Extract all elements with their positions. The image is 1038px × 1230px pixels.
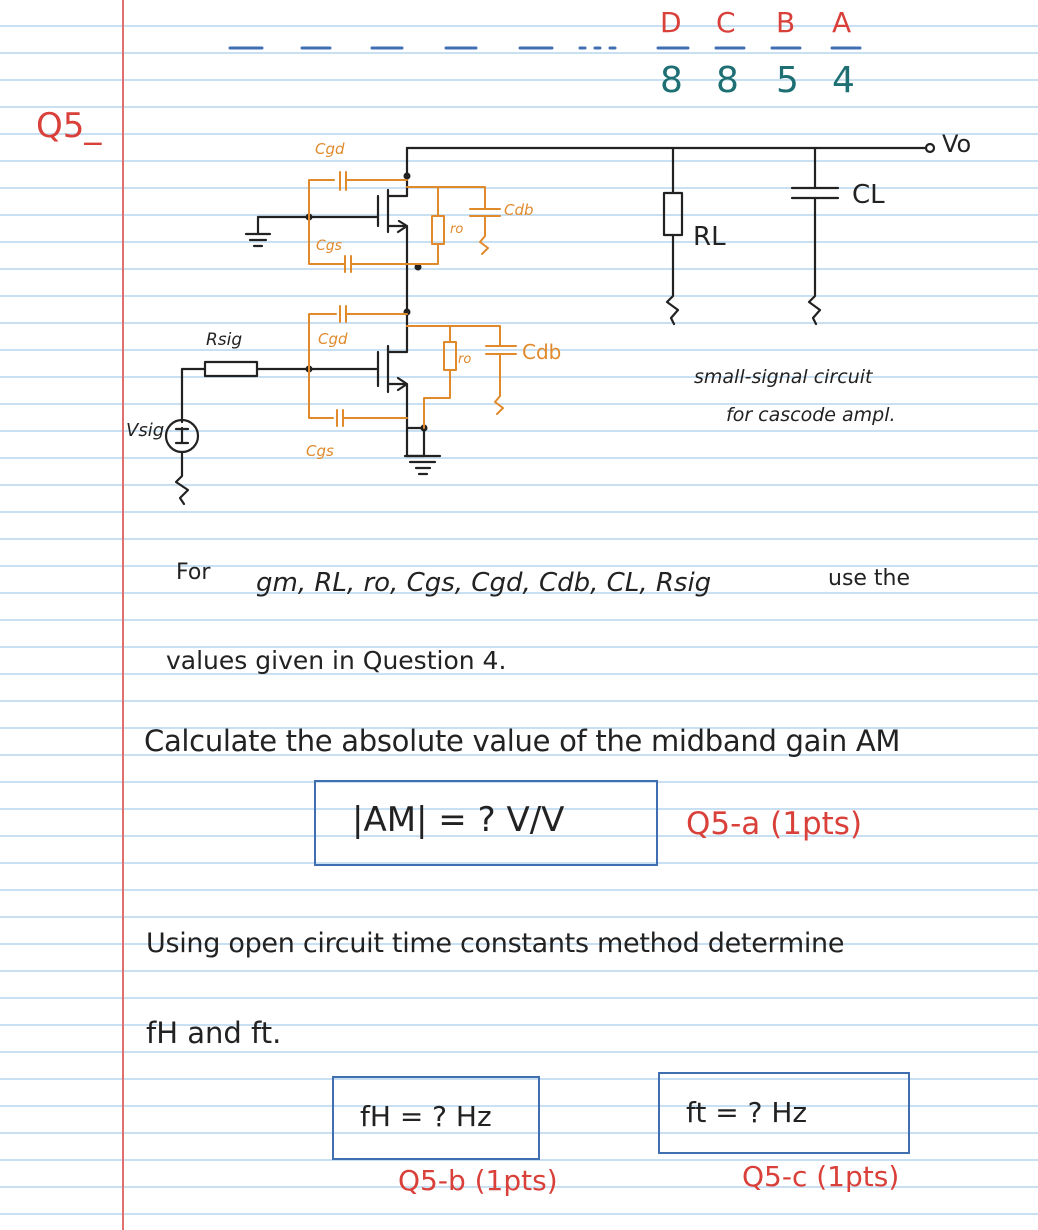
- key-letter-c: C: [716, 6, 736, 39]
- method-line: Using open circuit time constants method…: [146, 928, 845, 959]
- top-cgs-capacitor: [308, 216, 419, 273]
- calculate-line: Calculate the absolute value of the midb…: [144, 724, 901, 758]
- bottom-cgd-capacitor: [308, 305, 408, 370]
- q5c-label: Q5-c (1pts): [742, 1160, 900, 1193]
- vo-label: Vo: [942, 130, 972, 158]
- notebook-margin-line: [122, 0, 124, 1230]
- node-dot: [414, 263, 422, 271]
- circuit-caption-line1: small-signal circuit: [694, 366, 873, 388]
- cl-label: CL: [852, 180, 885, 210]
- key-digit-d: 8: [660, 60, 683, 101]
- top-cgd-label: Cgd: [315, 140, 345, 158]
- q5b-label: Q5-b (1pts): [398, 1164, 558, 1197]
- top-ro-resistor: [406, 186, 439, 265]
- bottom-cgs-label: Cgs: [306, 442, 334, 460]
- bottom-ro-label: ro: [458, 352, 472, 367]
- top-cgs-label: Cgs: [316, 238, 342, 254]
- top-cdb-label: Cdb: [504, 201, 534, 219]
- node-dot: [403, 172, 411, 180]
- bottom-cdb-capacitor: [406, 325, 517, 415]
- vsig-ground: [174, 450, 190, 506]
- key-letter-a: A: [832, 6, 852, 39]
- bottom-cdb-label: Cdb: [522, 340, 562, 364]
- given-line2: values given in Question 4.: [166, 646, 507, 675]
- question-label: Q5_: [36, 106, 102, 146]
- rl-resistor: [662, 191, 684, 237]
- q5a-label: Q5-a (1pts): [686, 806, 863, 842]
- given-line1-start: For: [176, 560, 211, 585]
- cascode-circuit: [164, 142, 936, 506]
- answer-box-fh: fH = ? Hz: [332, 1076, 540, 1160]
- vsig-label: Vsig: [126, 420, 165, 441]
- rsig-wire: [180, 367, 207, 424]
- top-transistor: [376, 180, 409, 267]
- answer-box-am: |AM| = ? V/V: [314, 780, 658, 866]
- circuit-caption-line2: for cascode ampl.: [726, 404, 896, 426]
- vo-terminal: [924, 142, 936, 154]
- rl-wire: [665, 146, 680, 326]
- source-ground: [403, 426, 442, 476]
- key-digit-a: 4: [832, 60, 855, 101]
- top-gate-ground: [244, 215, 272, 248]
- vsig-polarity: [174, 426, 190, 445]
- key-digit-c: 8: [716, 60, 739, 101]
- key-digit-b: 5: [776, 60, 799, 101]
- key-letter-b: B: [776, 6, 796, 39]
- answer-box-ft: ft = ? Hz: [658, 1072, 910, 1154]
- bottom-cgd-label: Cgd: [318, 330, 348, 348]
- top-cdb-capacitor: [406, 186, 501, 255]
- top-ro-body: [431, 215, 445, 245]
- answer-box-am-text: |AM| = ? V/V: [352, 800, 565, 840]
- bottom-ro-body: [443, 341, 457, 371]
- key-letter-d: D: [660, 6, 682, 39]
- rsig-resistor: [203, 360, 259, 378]
- answer-box-fh-text: fH = ? Hz: [360, 1100, 492, 1133]
- given-line1-end: use the: [828, 566, 911, 591]
- answer-box-ft-text: ft = ? Hz: [686, 1096, 808, 1129]
- rsig-label: Rsig: [206, 330, 243, 350]
- given-line1-params: gm, RL, ro, Cgs, Cgd, Cdb, CL, Rsig: [256, 568, 712, 598]
- bottom-cgs-capacitor: [308, 368, 408, 427]
- top-cgd-capacitor: [308, 171, 408, 218]
- bottom-transistor: [376, 344, 409, 458]
- determine-line: fH and ft.: [146, 1016, 282, 1050]
- top-ro-label: ro: [450, 222, 464, 237]
- cl-capacitor: [790, 146, 840, 326]
- rl-label: RL: [693, 222, 726, 252]
- source-wire: [405, 426, 426, 458]
